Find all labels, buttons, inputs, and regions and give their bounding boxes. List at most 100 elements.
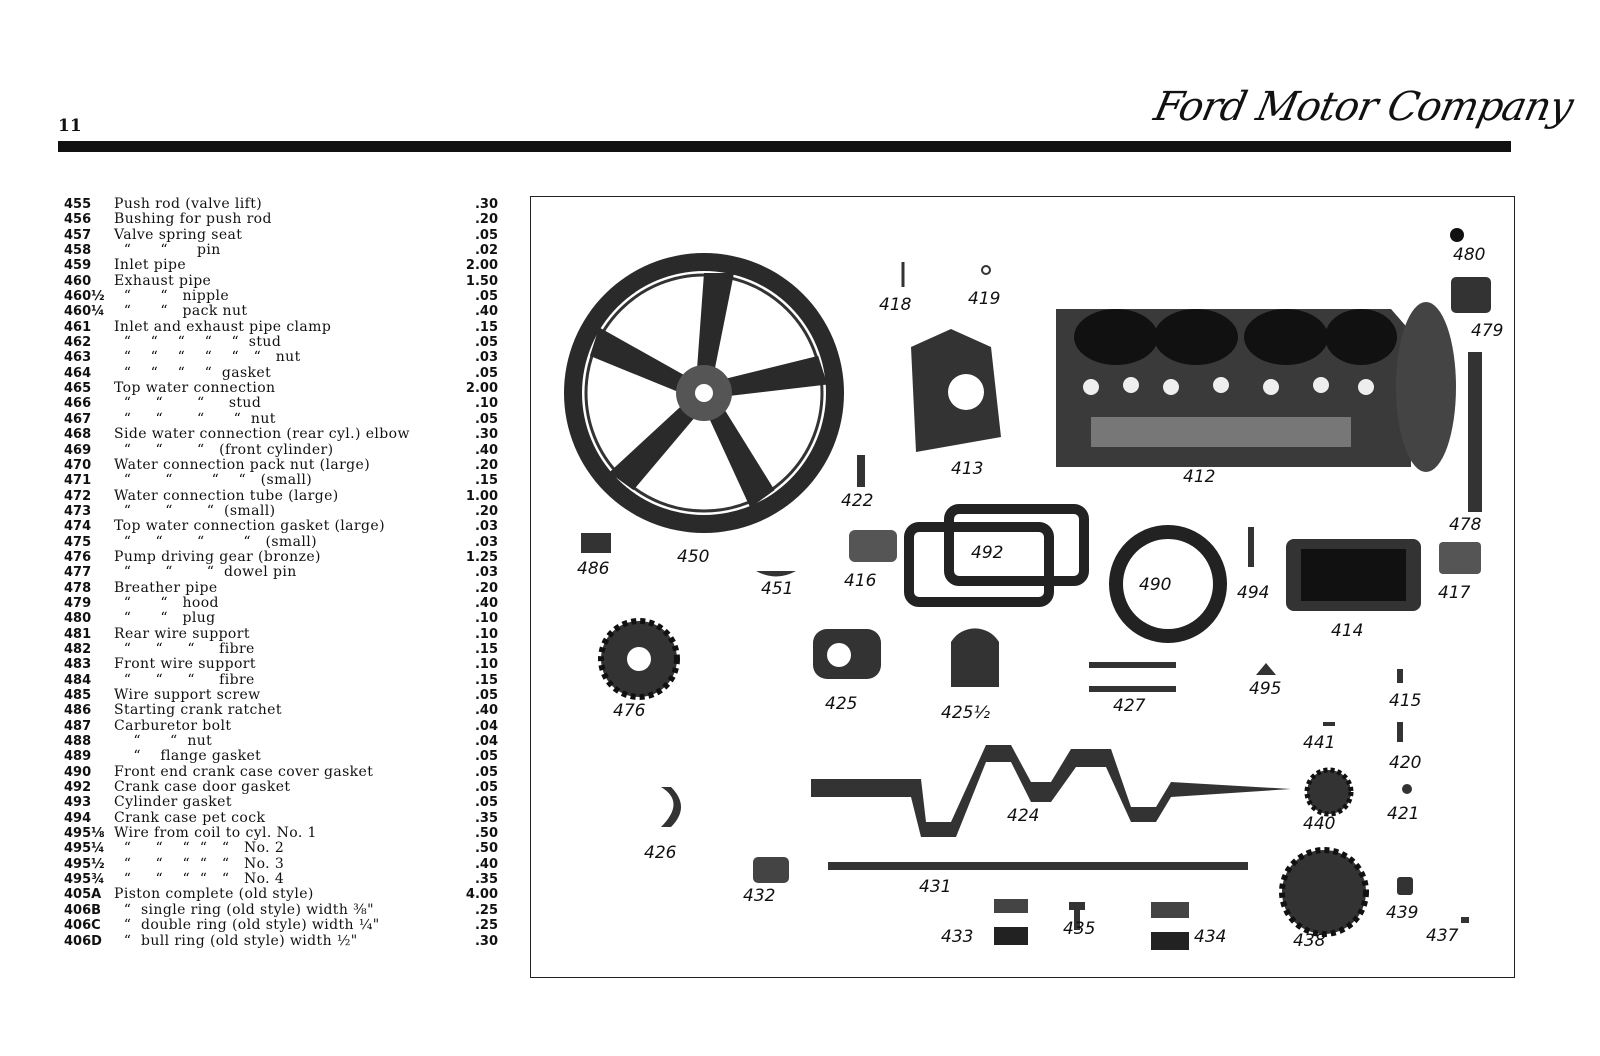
figure-label-490: 490 — [1139, 575, 1172, 595]
part-number: 495¾ — [64, 872, 105, 888]
part-number: 484 — [64, 672, 92, 688]
part-price: .20 — [474, 212, 498, 228]
figure-label-440: 440 — [1303, 814, 1336, 834]
part-description: Pump driving gear (bronze) — [114, 548, 321, 565]
part-description: “ “ pin — [114, 242, 221, 259]
part-description: Top water connection — [114, 380, 276, 397]
part-number: 406D — [64, 933, 102, 949]
figure-label-427: 427 — [1113, 696, 1146, 716]
part-price: 2.00 — [465, 381, 498, 397]
figure-label-416: 416 — [844, 571, 877, 591]
part-description: “ “ “ “ “ stud — [114, 334, 282, 351]
part-description: Wire from coil to cyl. No. 1 — [114, 825, 317, 842]
part-number: 465 — [64, 381, 92, 397]
part-description: Rear wire support — [114, 625, 250, 642]
part-433a — [994, 899, 1028, 913]
part-number: 456 — [64, 212, 92, 228]
part-number: 489 — [64, 749, 92, 765]
gear-438 — [1279, 847, 1369, 937]
figure-label-439: 439 — [1386, 903, 1419, 923]
part-number: 475 — [64, 534, 92, 550]
part-number: 473 — [64, 503, 92, 519]
part-price: 1.50 — [465, 273, 498, 289]
flywheel-450 — [564, 253, 844, 533]
figure-label-420: 420 — [1389, 753, 1422, 773]
part-price: .35 — [474, 810, 498, 826]
part-417 — [1439, 542, 1481, 574]
part-row: 495½ “ “ “ “ “ No. 3.40 — [64, 856, 498, 872]
figure-label-441: 441 — [1303, 733, 1336, 753]
part-432 — [753, 857, 789, 883]
part-number: 463 — [64, 350, 92, 366]
part-row: 489 “ flange gasket .05 — [64, 748, 498, 765]
part-number: 495⅛ — [64, 826, 105, 842]
part-description: “ flange gasket — [114, 748, 262, 765]
part-description: Water connection tube (large) — [114, 487, 339, 504]
part-row: 466 “ “ “ stud.10 — [64, 396, 498, 412]
part-number: 483 — [64, 657, 92, 673]
figure-label-418: 418 — [879, 295, 912, 315]
figure-label-425½: 425½ — [941, 703, 990, 723]
part-description: Carburetor bolt — [114, 717, 232, 734]
part-description: “ “ “ fibre — [114, 671, 255, 688]
crankshaft-424 — [811, 745, 1291, 837]
part-price: .20 — [474, 580, 498, 596]
camshaft-431 — [828, 862, 1248, 870]
part-description: “ “ “ (small) — [114, 502, 276, 519]
part-price: .15 — [474, 641, 498, 657]
figure-label-414: 414 — [1331, 621, 1364, 641]
part-description: “ “ “ “ nut — [114, 410, 276, 427]
part-row: 467 “ “ “ “ nut.05 — [64, 410, 498, 427]
part-422 — [857, 455, 865, 487]
part-price: .20 — [474, 457, 498, 473]
part-price: .40 — [474, 856, 498, 872]
part-description: Cylinder gasket — [114, 794, 232, 811]
part-number: 477 — [64, 565, 92, 581]
part-description: Side water connection (rear cyl.) elbow — [114, 426, 410, 443]
part-415 — [1397, 669, 1403, 683]
figure-label-422: 422 — [841, 491, 874, 511]
part-price: .25 — [474, 918, 498, 934]
figure-label-479: 479 — [1471, 321, 1504, 341]
figure-label-433: 433 — [941, 927, 974, 947]
part-price: .02 — [474, 243, 498, 259]
part-row: 495¾ “ “ “ “ “ No. 4.35 — [64, 871, 498, 888]
part-description: “ “ “ “ (small) — [114, 472, 313, 489]
part-description: “ “ pack nut — [114, 303, 248, 320]
brand-logo: Ford Motor Company — [1150, 84, 1577, 130]
part-row: 480 “ “ plug.10 — [64, 610, 498, 626]
figure-label-492: 492 — [971, 543, 1004, 563]
part-description: Breather pipe — [114, 579, 218, 596]
part-421 — [1402, 784, 1412, 794]
part-price: .25 — [474, 902, 498, 918]
cylinder-block-412 — [1056, 302, 1456, 472]
part-description: “ bull ring (old style) width ½" — [114, 932, 358, 949]
part-price: .05 — [474, 411, 498, 427]
part-price: 4.00 — [465, 887, 498, 903]
figure-label-495: 495 — [1249, 679, 1282, 699]
part-price: .04 — [474, 734, 498, 750]
part-451 — [756, 571, 796, 577]
part-price: .05 — [474, 749, 498, 765]
part-description: “ “ “ dowel pin — [114, 564, 297, 581]
part-number: 471 — [64, 473, 92, 489]
part-number: 488 — [64, 734, 92, 750]
part-description: Front end crank case cover gasket — [114, 763, 374, 780]
part-description: Push rod (valve lift) — [114, 196, 263, 212]
gasket-492b — [944, 504, 1089, 586]
figure-label-421: 421 — [1387, 804, 1420, 824]
part-number: 476 — [64, 549, 92, 565]
part-price: .03 — [474, 534, 498, 550]
part-row: 471 “ “ “ “ (small).15 — [64, 472, 498, 489]
part-number: 459 — [64, 258, 92, 274]
part-number: 460½ — [64, 289, 105, 305]
